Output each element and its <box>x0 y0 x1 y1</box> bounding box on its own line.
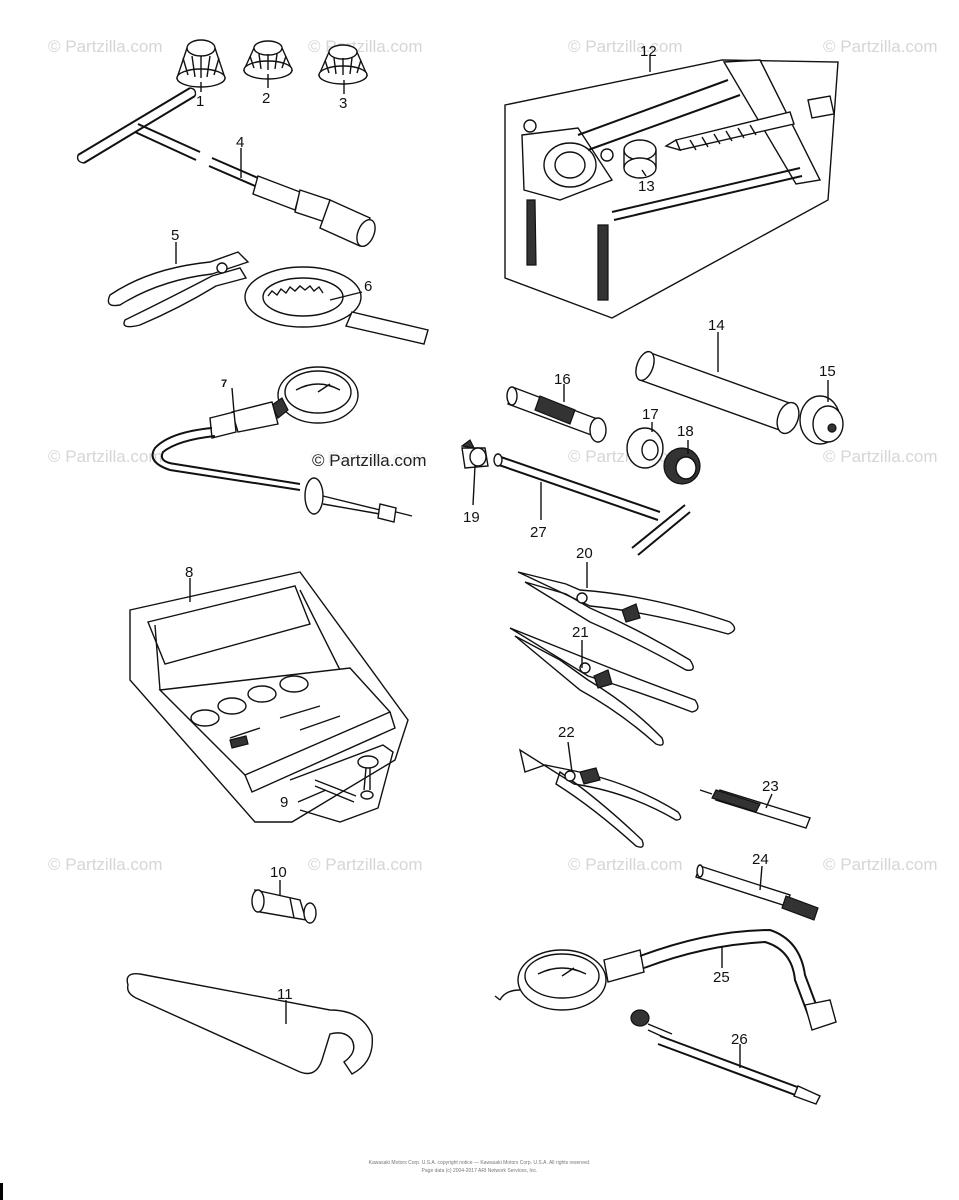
watermark: © Partzilla.com <box>568 855 683 874</box>
callout-27: 27 <box>530 524 547 541</box>
pliers-22 <box>518 748 682 848</box>
pliers-5 <box>107 251 250 328</box>
cap-15 <box>799 395 844 445</box>
bearing-cone-3 <box>317 44 369 85</box>
oil-pressure-gauge-25 <box>494 928 837 1031</box>
snap-ring-pliers-20 <box>517 571 736 671</box>
watermark: © Partzilla.com <box>823 37 938 56</box>
callout-numbers: 1 2 3 4 5 6 7 8 9 10 11 12 13 14 15 16 1… <box>171 43 836 1048</box>
watermark: © Partzilla.com <box>310 448 425 467</box>
clutch-holder-6 <box>244 266 429 345</box>
t-handle-27 <box>493 453 691 556</box>
t-handle-driver-4 <box>76 87 376 248</box>
callout-9: 9 <box>280 794 288 811</box>
callout-25: 25 <box>713 969 730 986</box>
footer-copyright: Kawasaki Motors Corp. U.S.A. copyright n… <box>368 1160 591 1166</box>
callout-2: 2 <box>262 90 270 107</box>
callout-14: 14 <box>708 317 725 334</box>
callout-22: 22 <box>558 724 575 741</box>
callout-15: 15 <box>819 363 836 380</box>
callout-18: 18 <box>677 423 694 440</box>
driver-tube-14 <box>635 350 800 435</box>
watermark: © Partzilla.com <box>308 855 423 874</box>
accessory-set-9 <box>289 744 394 823</box>
bearing-cone-1 <box>176 39 226 88</box>
callout-23: 23 <box>762 778 779 795</box>
hook-wrench-11 <box>126 973 374 1075</box>
callout-7: 7 <box>221 378 227 390</box>
callout-1: 1 <box>196 93 204 110</box>
watermark: © Partzilla.com <box>48 37 163 56</box>
callout-4: 4 <box>236 134 244 151</box>
edge-mark <box>0 1183 3 1200</box>
watermark: © Partzilla.com <box>823 855 938 874</box>
adapter-17 <box>626 427 664 469</box>
pin-23 <box>699 789 811 829</box>
bearing-puller-12 <box>504 59 839 319</box>
adapter-18 <box>663 447 701 485</box>
bearing-cone-2 <box>242 40 294 80</box>
watermark: © Partzilla.com <box>308 37 423 56</box>
watermark: © Partzilla.com <box>568 37 683 56</box>
tip-19 <box>460 439 489 469</box>
callout-6: 6 <box>364 278 372 295</box>
callout-26: 26 <box>731 1031 748 1048</box>
compression-gauge-7 <box>151 366 413 523</box>
socket-10 <box>251 889 317 924</box>
callout-10: 10 <box>270 864 287 881</box>
callout-24: 24 <box>752 851 769 868</box>
watermark-layer: © Partzilla.com © Partzilla.com © Partzi… <box>48 37 938 874</box>
callout-12: 12 <box>640 43 657 60</box>
callout-3: 3 <box>339 95 347 112</box>
tool-case-8 <box>129 571 409 823</box>
callout-19: 19 <box>463 509 480 526</box>
callout-11: 11 <box>277 986 293 1003</box>
callout-21: 21 <box>572 624 589 641</box>
callout-16: 16 <box>554 371 571 388</box>
watermark: © Partzilla.com <box>48 447 163 466</box>
callout-13: 13 <box>638 178 655 195</box>
callout-8: 8 <box>185 564 193 581</box>
footer-data-notice: Page data (c) 2004-2017 ARI Network Serv… <box>421 1168 538 1174</box>
callout-17: 17 <box>642 406 659 423</box>
watermark: © Partzilla.com <box>48 855 163 874</box>
center-watermark: © Partzilla.com <box>312 451 427 470</box>
adapter-hose-26 <box>630 1009 821 1105</box>
watermark: © Partzilla.com <box>823 447 938 466</box>
snap-ring-pliers-21 <box>509 627 699 746</box>
callout-5: 5 <box>171 227 179 244</box>
leader-lines <box>175 56 829 1068</box>
adapter-13 <box>623 139 657 179</box>
callout-20: 20 <box>576 545 593 562</box>
threaded-rod-24 <box>695 864 819 921</box>
driver-16 <box>506 386 607 443</box>
